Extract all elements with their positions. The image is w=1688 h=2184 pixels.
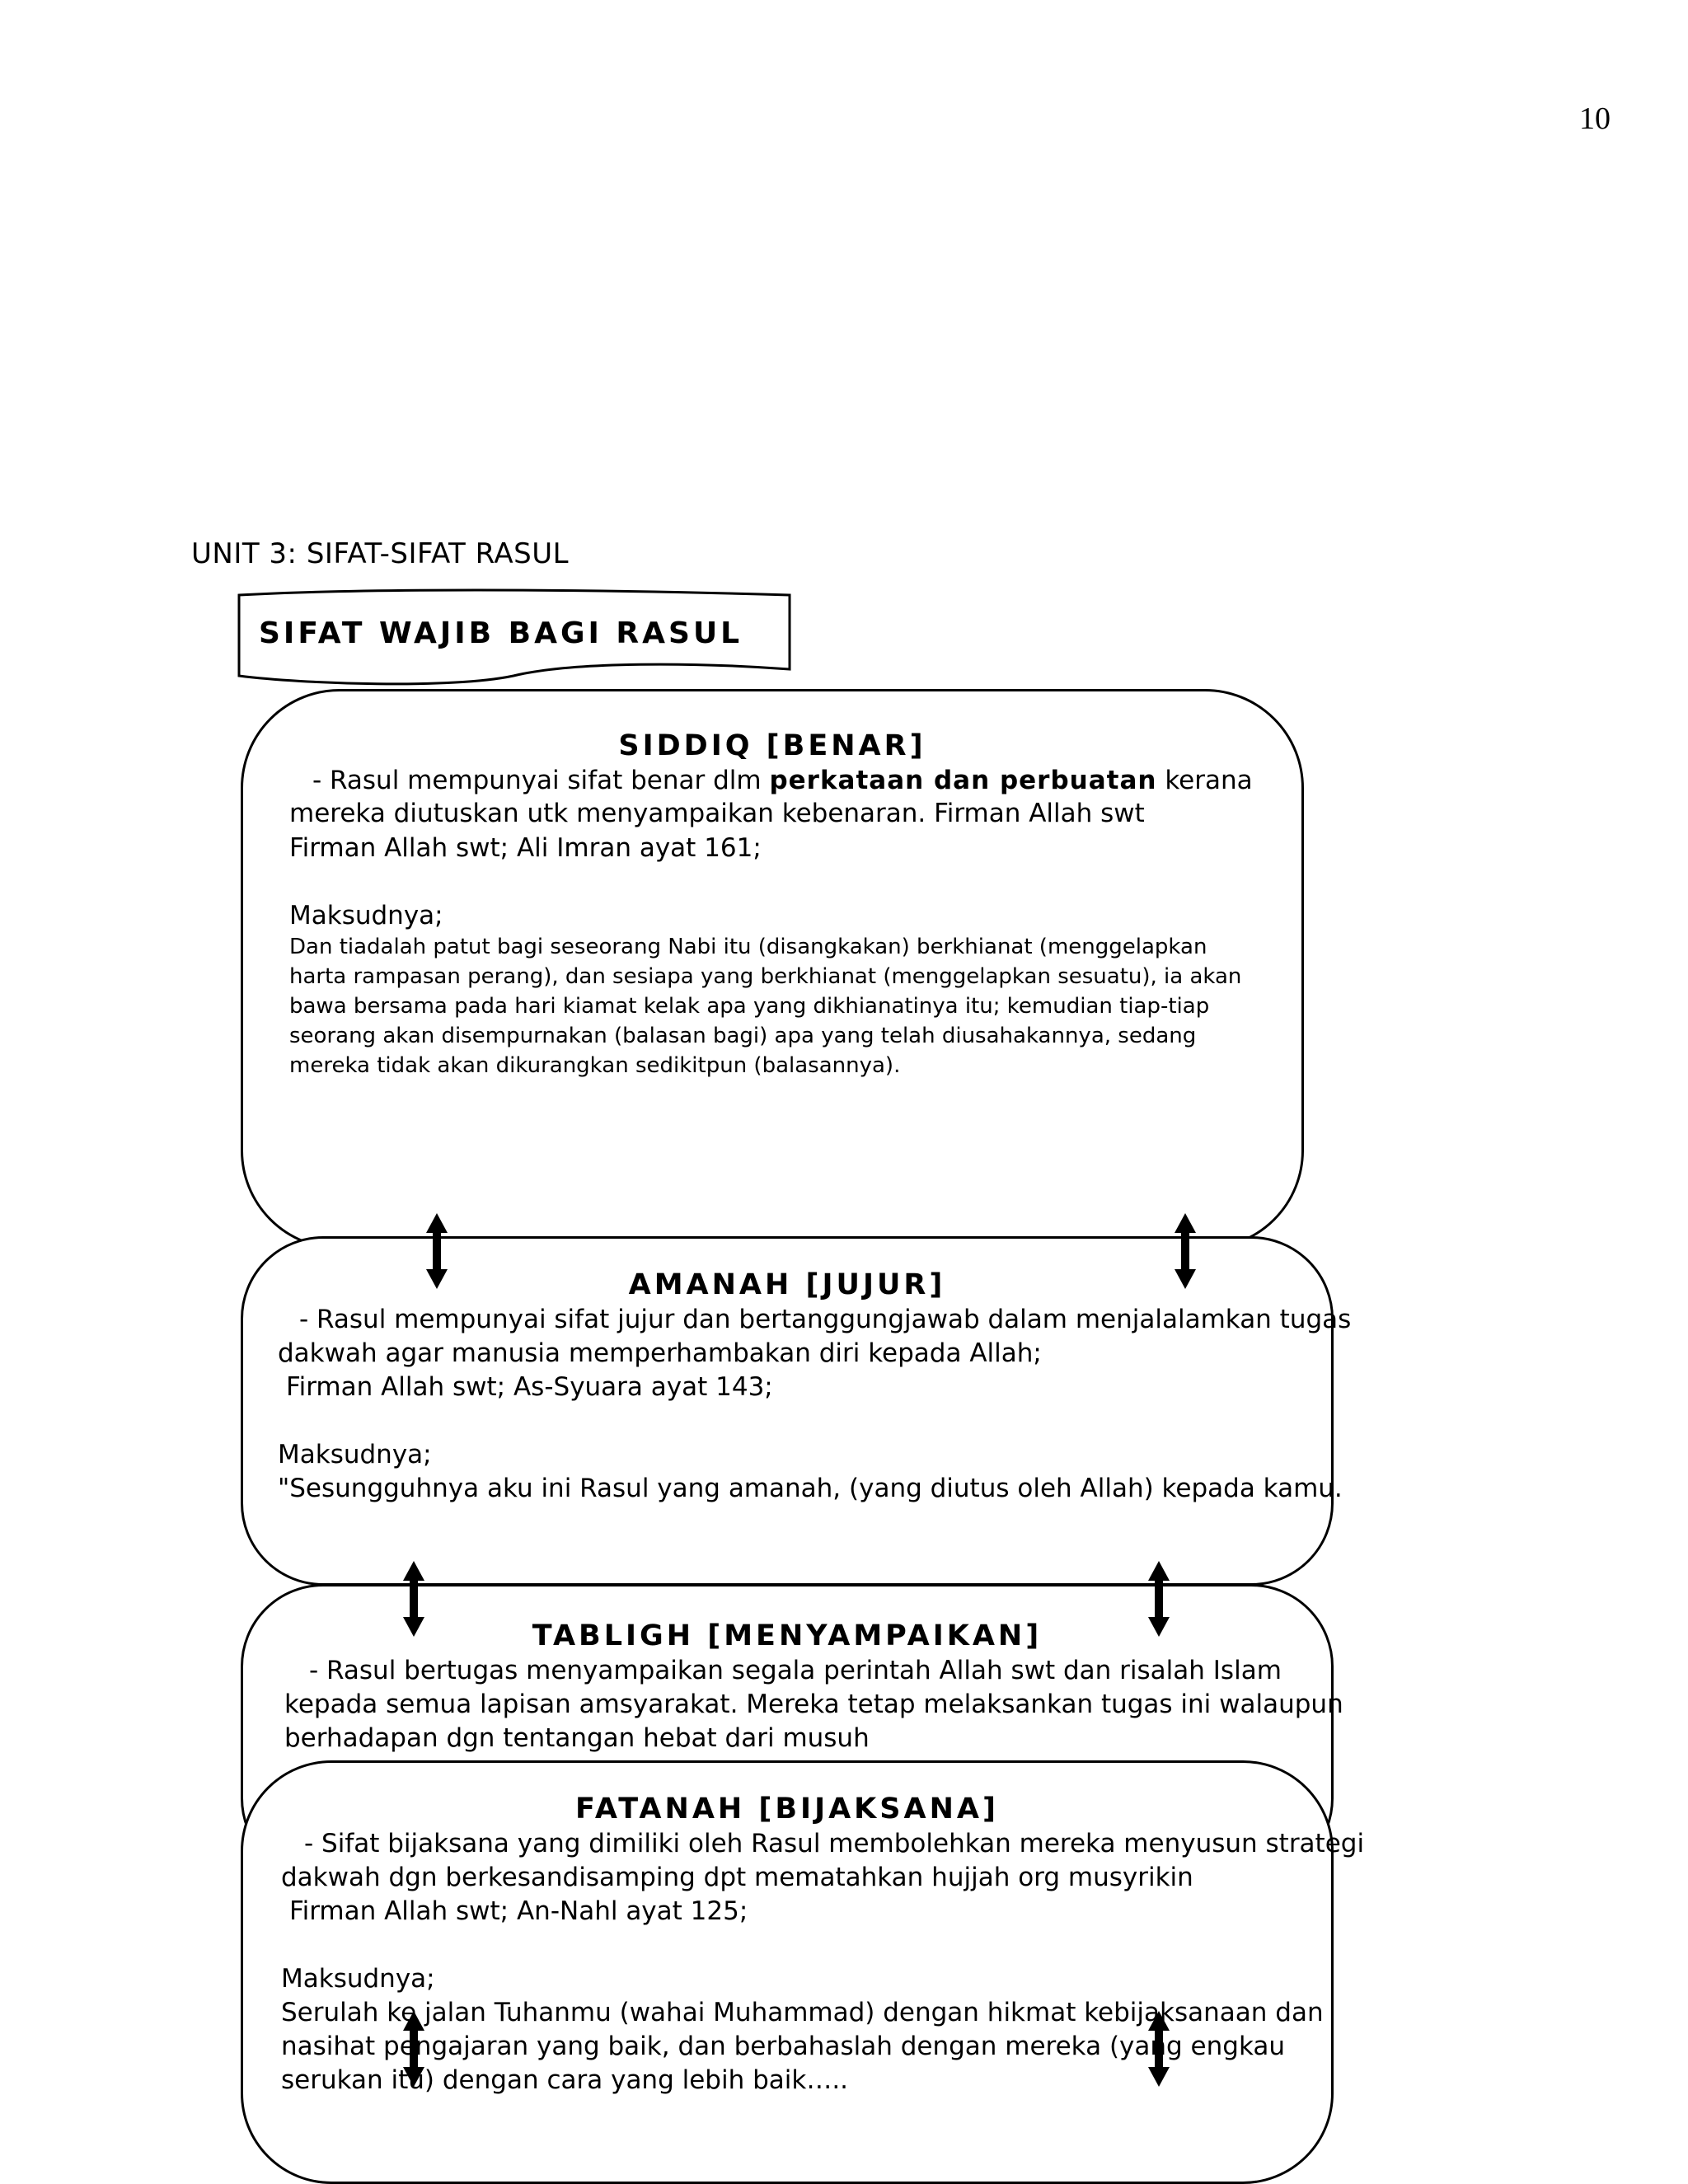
siddiq-meaning-1: Dan tiadalah patut bagi seseorang Nabi i… <box>289 935 1207 959</box>
fatanah-meaning-1: Serulah ke jalan Tuhanmu (wahai Muhammad… <box>281 1998 1324 2027</box>
amanah-line-1: - Rasul mempunyai sifat jujur dan bertan… <box>299 1305 1352 1334</box>
siddiq-meaning-4: seorang akan disempurnakan (balasan bagi… <box>289 1024 1197 1048</box>
page-number: 10 <box>1579 101 1611 136</box>
double-arrow-icon <box>1175 1213 1196 1289</box>
amanah-title: AMANAH [JUJUR] <box>628 1268 946 1301</box>
amanah-line-3: Firman Allah swt; As-Syuara ayat 143; <box>286 1372 773 1402</box>
fatanah-box: FATANAH [BIJAKSANA] - Sifat bijaksana ya… <box>241 1760 1364 2184</box>
double-arrow-icon <box>1148 2011 1170 2087</box>
tabligh-title: TABLIGH [MENYAMPAIKAN] <box>532 1619 1043 1652</box>
double-arrow-icon <box>403 2011 424 2087</box>
double-arrow-icon <box>1148 1561 1170 1637</box>
amanah-meaning-1: "Sesungguhnya aku ini Rasul yang amanah,… <box>278 1474 1343 1503</box>
siddiq-box: SIDDIQ [BENAR] - Rasul mempunyai sifat b… <box>241 689 1304 1249</box>
siddiq-meaning-5: mereka tidak akan dikurangkan sedikitpun… <box>289 1053 901 1078</box>
fatanah-line-3: Firman Allah swt; An-Nahl ayat 125; <box>289 1896 748 1926</box>
amanah-line-2: dakwah agar manusia memperhambakan diri … <box>278 1338 1042 1368</box>
banner-title: SIFAT WAJIB BAGI RASUL <box>259 616 743 650</box>
amanah-box: AMANAH [JUJUR] - Rasul mempunyai sifat j… <box>241 1236 1351 1586</box>
fatanah-line-1: - Sifat bijaksana yang dimiliki oleh Ras… <box>304 1829 1365 1858</box>
fatanah-line-2: dakwah dgn berkesandisamping dpt mematah… <box>281 1863 1193 1892</box>
fatanah-meaning-2: nasihat pengajaran yang baik, dan berbah… <box>281 2032 1286 2061</box>
banner-shape <box>237 588 791 686</box>
siddiq-maksud-label: Maksudnya; <box>289 901 443 930</box>
title-banner: SIFAT WAJIB BAGI RASUL <box>237 587 791 692</box>
siddiq-line-1: - Rasul mempunyai sifat benar dlm perkat… <box>312 766 1253 795</box>
tabligh-line-2: kepada semua lapisan amsyarakat. Mereka … <box>284 1690 1343 1719</box>
double-arrow-icon <box>426 1213 448 1289</box>
siddiq-line-3: Firman Allah swt; Ali Imran ayat 161; <box>289 833 762 863</box>
tabligh-line-3: berhadapan dgn tentangan hebat dari musu… <box>284 1723 870 1753</box>
siddiq-line-2: mereka diutuskan utk menyampaikan kebena… <box>289 799 1145 828</box>
fatanah-title: FATANAH [BIJAKSANA] <box>575 1793 999 1825</box>
tabligh-line-1: - Rasul bertugas menyampaikan segala per… <box>309 1656 1282 1685</box>
amanah-maksud-label: Maksudnya; <box>278 1440 432 1469</box>
unit-title: UNIT 3: SIFAT-SIFAT RASUL <box>191 537 570 570</box>
siddiq-meaning-2: harta rampasan perang), dan sesiapa yang… <box>289 964 1242 989</box>
siddiq-title: SIDDIQ [BENAR] <box>618 729 926 762</box>
siddiq-meaning-3: bawa bersama pada hari kiamat kelak apa … <box>289 994 1210 1019</box>
fatanah-meaning-3: serukan itu) dengan cara yang lebih baik… <box>281 2065 849 2095</box>
double-arrow-icon <box>403 1561 424 1637</box>
fatanah-maksud-label: Maksudnya; <box>281 1964 435 1994</box>
